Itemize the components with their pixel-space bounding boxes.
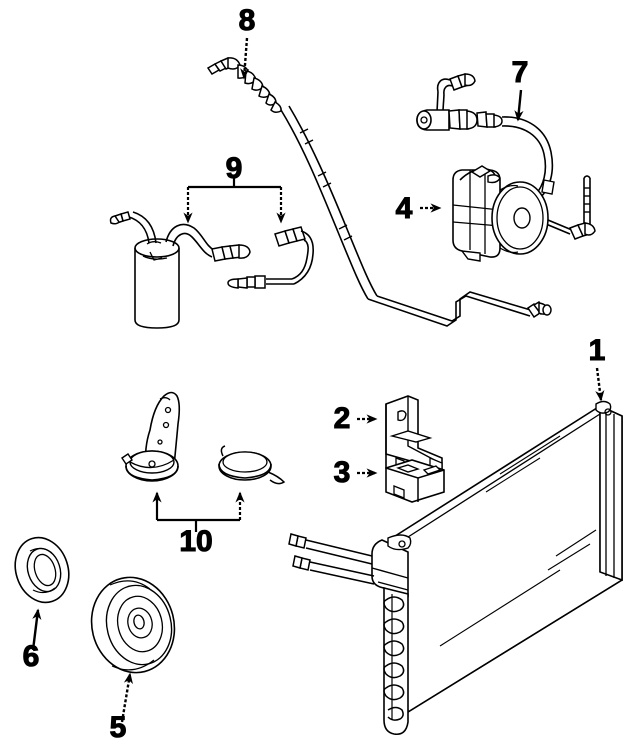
- leader-1: [595, 367, 605, 402]
- part-idler-pulley-5: [90, 576, 176, 674]
- callout-number-8: 8: [239, 4, 256, 37]
- callout-numbers: 1 2 3 4 5 6 7 8 9 10: [22, 3, 606, 744]
- part-accumulator-assembly-9: [109, 211, 314, 329]
- callout-number-3: 3: [334, 456, 351, 489]
- callout-number-10: 10: [179, 525, 212, 558]
- callout-number-1: 1: [589, 334, 606, 367]
- part-clamp-band-10: [218, 445, 286, 485]
- callout-number-7: 7: [512, 56, 529, 89]
- leader-10: [152, 491, 245, 532]
- leader-6: [31, 608, 42, 651]
- callout-number-6: 6: [23, 640, 40, 673]
- part-bearing-6: [14, 536, 70, 604]
- callout-number-9: 9: [226, 152, 243, 185]
- callout-number-4: 4: [396, 192, 413, 225]
- part-lower-clip-3: [385, 459, 445, 503]
- part-compressor-4: [452, 165, 549, 262]
- leader-5: [120, 672, 133, 723]
- leader-8: [240, 37, 250, 80]
- callout-number-2: 2: [334, 402, 351, 435]
- leader-7: [514, 89, 524, 122]
- callout-number-5: 5: [110, 711, 127, 744]
- leader-9: [183, 178, 286, 224]
- part-condenser-1: [288, 400, 623, 736]
- callout-leaders: [31, 37, 605, 723]
- part-mounting-bracket-10: [121, 391, 181, 482]
